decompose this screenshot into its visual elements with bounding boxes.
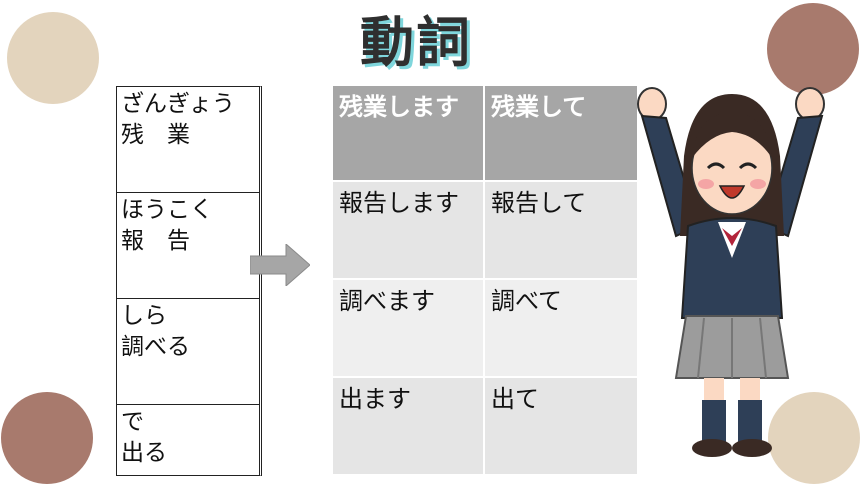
table-cell: 出て bbox=[485, 378, 637, 476]
vocab-kanji: 残 業 bbox=[121, 122, 190, 148]
vocab-reading: で bbox=[121, 409, 144, 435]
vocab-reading: しら bbox=[121, 303, 167, 329]
vocab-kanji: 調べる bbox=[121, 334, 190, 360]
page-title: 動詞 bbox=[360, 11, 472, 74]
vocab-kanji: 出る bbox=[121, 440, 167, 466]
vocab-kanji: 報 告 bbox=[121, 228, 190, 254]
vocab-item: ざんぎょう 残 業 bbox=[117, 87, 259, 193]
decor-circle-top-left bbox=[7, 12, 99, 104]
table-header-cell: 残業して bbox=[485, 86, 637, 182]
conjugation-table: 残業します 残業して 報告します 報告して 調べます 調べて 出ます 出て bbox=[333, 86, 637, 476]
decor-circle-bottom-left bbox=[1, 392, 93, 484]
table-header-cell: 残業します bbox=[333, 86, 485, 182]
table-cell: 調べます bbox=[333, 280, 485, 378]
table-cell: 報告します bbox=[333, 182, 485, 280]
vocab-item: しら 調べる bbox=[117, 299, 259, 405]
table-row: 報告します 報告して bbox=[333, 182, 637, 280]
table-row: 調べます 調べて bbox=[333, 280, 637, 378]
student-girl-illustration bbox=[637, 87, 825, 457]
table-cell: 調べて bbox=[485, 280, 637, 378]
decor-circle-top-right bbox=[767, 3, 859, 95]
table-header-row: 残業します 残業して bbox=[333, 86, 637, 182]
table-cell: 報告して bbox=[485, 182, 637, 280]
vocab-item: ほうこく 報 告 bbox=[117, 193, 259, 299]
vocab-reading: ほうこく bbox=[121, 197, 213, 223]
table-row: 出ます 出て bbox=[333, 378, 637, 476]
decor-circle-bottom-right bbox=[768, 392, 860, 484]
right-arrow-icon bbox=[250, 244, 310, 286]
table-cell: 出ます bbox=[333, 378, 485, 476]
vocab-reading: ざんぎょう bbox=[121, 91, 235, 117]
vocabulary-list: ざんぎょう 残 業 ほうこく 報 告 しら 調べる で 出る bbox=[116, 86, 262, 476]
vocab-item: で 出る bbox=[117, 405, 259, 477]
